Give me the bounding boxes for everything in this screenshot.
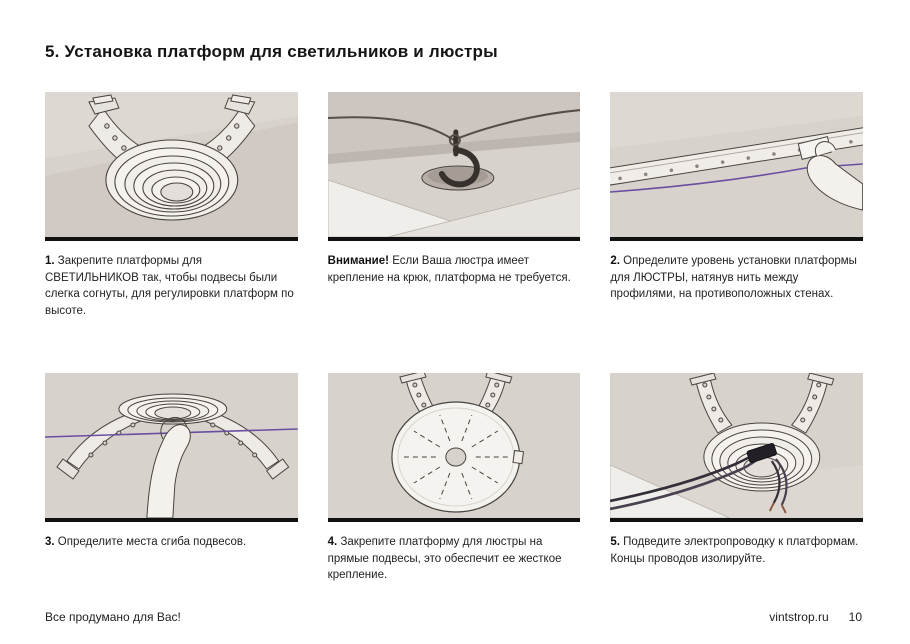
caption: Внимание! Если Ваша люстра имеет креплен…	[328, 253, 581, 333]
caption-number: 1.	[45, 255, 55, 267]
divider-bar	[45, 518, 298, 522]
caption: 5. Подведите электропроводку к платформа…	[610, 534, 863, 614]
bend-points-drawing	[45, 373, 298, 518]
chandelier-platform-drawing	[327, 373, 581, 518]
footer-page-number: 10	[848, 610, 862, 624]
divider-bar	[327, 237, 581, 241]
illustration-wiring	[610, 373, 863, 518]
instruction-panel-6: 5. Подведите электропроводку к платформа…	[610, 373, 863, 614]
divider-bar	[45, 237, 298, 241]
wiring-drawing	[610, 373, 863, 518]
caption-text: Закрепите платформу для люстры на прямые…	[327, 536, 562, 582]
footer-right: vintstrop.ru 10	[769, 610, 862, 624]
illustration-ceiling-hook	[327, 92, 581, 237]
instruction-panel-4: 3. Определите места сгиба подвесов.	[45, 373, 298, 614]
caption-text: Определите уровень установки платформы д…	[610, 255, 857, 301]
caption: 1. Закрепите платформы для СВЕТИЛЬНИКОВ …	[45, 253, 298, 333]
instruction-panel-5: 4. Закрепите платформу для люстры на пря…	[327, 373, 581, 614]
page-footer: Все продумано для Вас! vintstrop.ru 10	[45, 610, 862, 624]
caption-number: 3.	[45, 536, 55, 548]
caption-text: Подведите электропроводку к платформам. …	[610, 536, 859, 565]
footer-slogan: Все продумано для Вас!	[45, 610, 181, 624]
illustration-spotlight-platform	[45, 92, 298, 237]
divider-bar	[610, 237, 863, 241]
divider-bar	[610, 518, 863, 522]
caption-text: Закрепите платформы для СВЕТИЛЬНИКОВ так…	[45, 255, 294, 318]
caption: 3. Определите места сгиба подвесов.	[45, 534, 298, 614]
caption: 2. Определите уровень установки платформ…	[610, 253, 863, 333]
caption: 4. Закрепите платформу для люстры на пря…	[328, 534, 581, 614]
illustration-bend-points	[45, 373, 298, 518]
instruction-panel-3: 2. Определите уровень установки платформ…	[610, 92, 863, 333]
page-title: 5. Установка платформ для светильников и…	[45, 42, 498, 61]
caption-number: 4.	[327, 536, 338, 548]
caption-number: 5.	[610, 536, 620, 548]
divider-bar	[327, 518, 581, 522]
ceiling-hook-drawing	[327, 92, 581, 237]
level-thread-drawing	[610, 92, 863, 237]
illustration-level-thread	[610, 92, 863, 237]
illustration-chandelier-platform	[327, 373, 581, 518]
spotlight-platform-drawing	[45, 92, 298, 237]
caption-number: 2.	[610, 255, 620, 267]
caption-warning-label: Внимание!	[327, 255, 389, 267]
instruction-panel-2: Внимание! Если Ваша люстра имеет креплен…	[327, 92, 581, 333]
instruction-panel-1: 1. Закрепите платформы для СВЕТИЛЬНИКОВ …	[45, 92, 298, 333]
instruction-panels-grid: 1. Закрепите платформы для СВЕТИЛЬНИКОВ …	[45, 92, 863, 614]
caption-text: Если Ваша люстра имеет крепление на крюк…	[327, 255, 571, 284]
footer-website: vintstrop.ru	[769, 610, 829, 624]
caption-text: Определите места сгиба подвесов.	[57, 536, 247, 548]
